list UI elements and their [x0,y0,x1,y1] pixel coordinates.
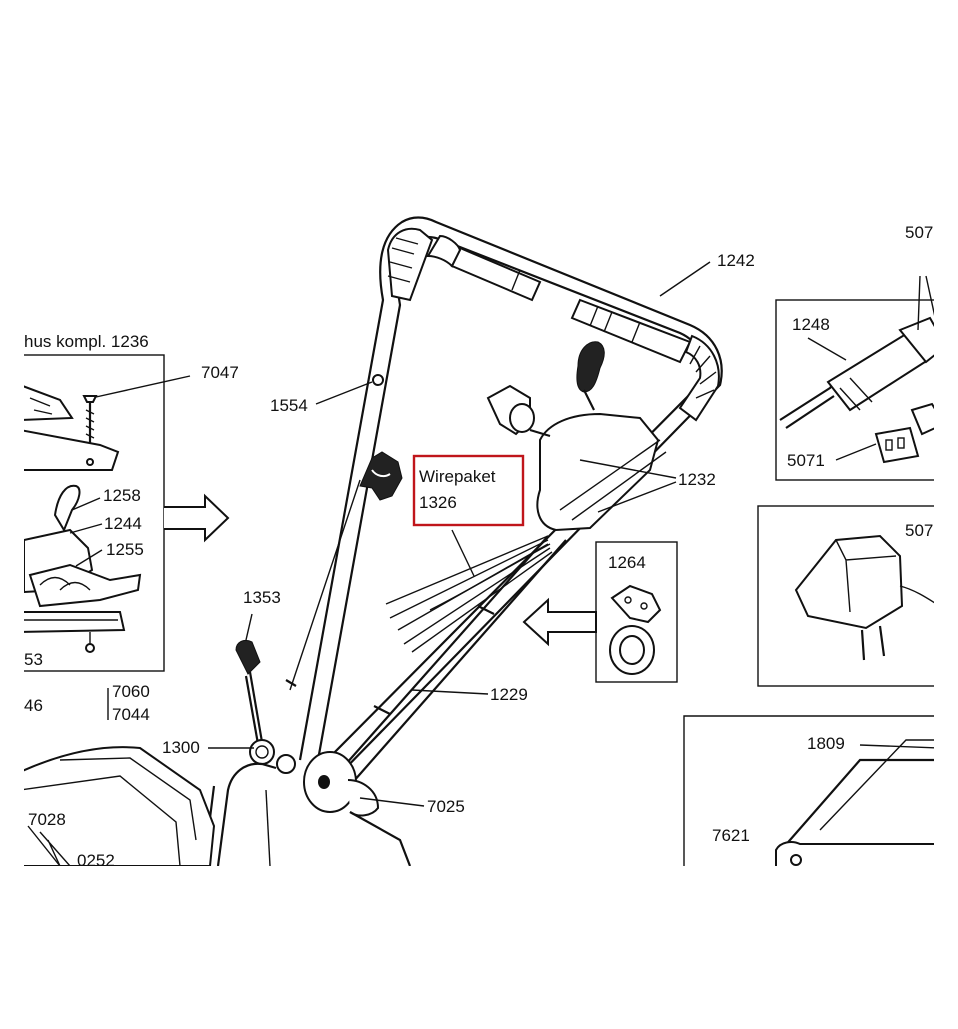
label-507-adapter: 507 [905,521,933,540]
label-1255: 1255 [106,540,144,559]
motor-housing [24,746,216,866]
switch-housing-1232 [536,412,660,532]
power-adapter [794,534,904,630]
grip-top [426,234,692,364]
lower-right-detail-box [683,715,934,866]
label-1119: 1119 [484,865,519,884]
throttle-lever [576,341,605,393]
label-1242: 1242 [717,251,755,270]
label-7060: 7060 [112,682,150,701]
highlight-code: 1326 [419,493,457,512]
label-1248: 1248 [792,315,830,334]
wire-bundle-1326 [385,535,553,653]
label-1258: 1258 [103,486,141,505]
label-7028: 7028 [28,810,66,829]
label-1353: 1353 [243,588,281,607]
leader-lines [27,261,711,866]
label-7047: 7047 [201,363,239,382]
handle-outer [298,216,723,781]
wire-package-highlight [412,454,525,527]
cable-clip-1264 [610,584,662,624]
clamp-lever-1353 [235,639,261,675]
plug-5071 [874,426,920,464]
detail-arrow-right [164,493,230,543]
label-0252: 0252 [77,851,115,870]
label-5071: 5071 [787,451,825,470]
label-7621: 7621 [712,826,750,845]
grip-right [678,334,720,422]
label-7044: 7044 [112,705,150,724]
lever-1258 [53,484,81,533]
label-53: 53 [24,650,43,669]
label-1809: 1809 [807,734,845,753]
connector-detail-box [775,275,934,481]
grip-left [386,227,434,302]
adapter-detail-box [757,505,934,687]
knob-1300 [249,739,275,765]
housing-detail-box [24,354,191,672]
label-1244: 1244 [104,514,142,533]
clip-arrow-left [522,597,597,647]
label-1264: 1264 [608,553,646,572]
highlight-title: Wirepaket [419,467,496,486]
label-1229: 1229 [490,685,528,704]
housing-heading: hus kompl. 1236 [24,332,149,351]
handle-assembly [202,216,723,866]
label-1232: 1232 [678,470,716,489]
label-1554: 1554 [270,396,308,415]
label-7025: 7025 [427,797,465,816]
clip-detail-box [522,541,678,683]
label-46: 46 [24,696,43,715]
housing-plate [24,429,120,471]
label-507-top: 507 [905,223,933,242]
label-1300: 1300 [162,738,200,757]
